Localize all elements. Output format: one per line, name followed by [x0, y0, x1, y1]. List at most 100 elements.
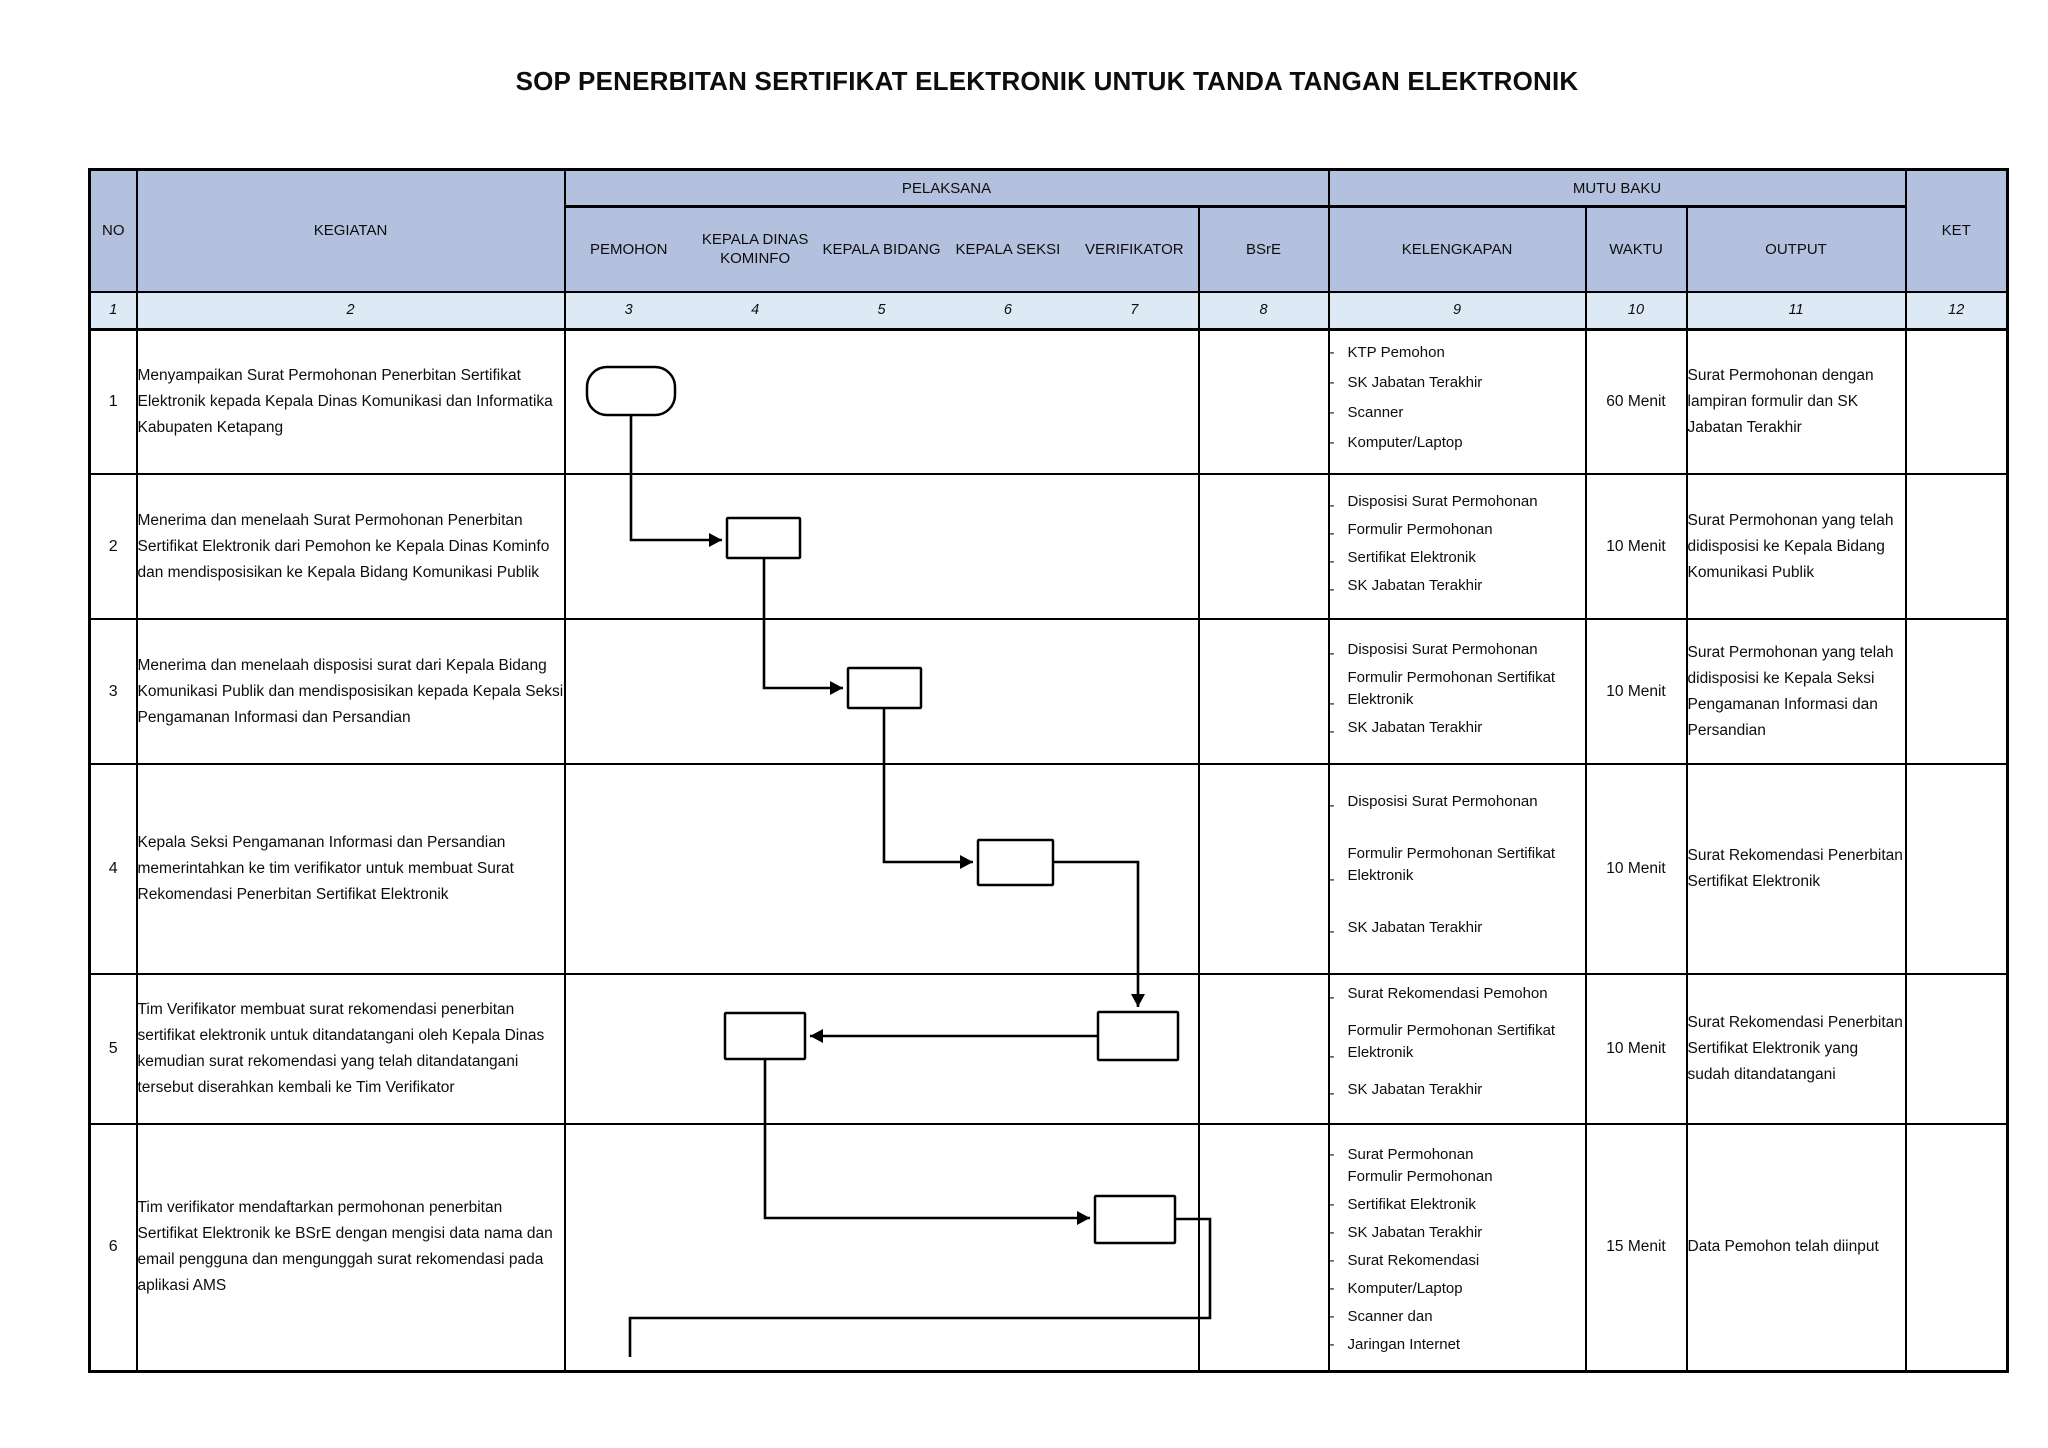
page-title: SOP PENERBITAN SERTIFIKAT ELEKTRONIK UNT…: [515, 66, 1579, 96]
header-waktu: WAKTU: [1584, 205, 1688, 293]
table-row: 6 Tim verifikator mendaftarkan permohona…: [88, 1123, 2009, 1372]
row-no: 2: [88, 473, 138, 620]
col-num-2: 2: [135, 290, 566, 331]
kelengkapan-cell: -Disposisi Surat Permohonan-Formulir Per…: [1327, 618, 1587, 765]
col-num-7: 7: [1130, 302, 1139, 318]
output-cell: Data Pemohon telah diinput: [1685, 1123, 1907, 1372]
list-dash-marker: -: [1329, 1308, 1335, 1326]
kelengkapan-item-text: SK Jabatan Terakhir: [1347, 1080, 1483, 1098]
flow-lane-cell: [563, 328, 1200, 475]
col-num-3: 3: [624, 302, 633, 318]
list-dash-marker: -: [1329, 1224, 1335, 1242]
flow-lane-cell: [563, 618, 1200, 765]
list-dash-marker: -: [1329, 1196, 1335, 1214]
list-dash-marker: -: [1329, 722, 1335, 740]
kelengkapan-item-text: SK Jabatan Terakhir: [1347, 1224, 1483, 1242]
table-row: 4 Kepala Seksi Pengamanan Informasi dan …: [88, 763, 2009, 975]
kelengkapan-item-text: Surat Permohonan Formulir Permohonan: [1347, 1146, 1493, 1186]
kelengkapan-item: -Disposisi Surat Permohonan: [1331, 639, 1584, 662]
kelengkapan-item-text: SK Jabatan Terakhir: [1347, 373, 1483, 391]
waktu-cell: 10 Menit: [1584, 973, 1688, 1125]
list-dash-marker: -: [1329, 343, 1335, 361]
kelengkapan-item: -SK Jabatan Terakhir: [1331, 575, 1584, 598]
header-kepala-dinas-kominfo: KEPALA DINAS KOMINFO: [701, 231, 809, 268]
list-dash-marker: -: [1329, 797, 1335, 814]
kelengkapan-item: -SK Jabatan Terakhir: [1329, 1222, 1584, 1244]
list-dash-marker: -: [1329, 694, 1335, 712]
kelengkapan-item: -Scanner dan: [1329, 1306, 1584, 1328]
kelengkapan-item-text: Formulir Permohonan Sertifikat Elektroni…: [1347, 668, 1556, 708]
ket-cell: [1904, 763, 2009, 975]
row-no: 5: [88, 973, 138, 1125]
col-num-8: 8: [1197, 290, 1330, 331]
waktu-cell: 10 Menit: [1584, 763, 1688, 975]
kelengkapan-item: -SK Jabatan Terakhir: [1331, 717, 1584, 740]
list-dash-marker: -: [1329, 1146, 1335, 1164]
col-num-11: 11: [1685, 290, 1907, 331]
kelengkapan-item-text: Surat Rekomendasi: [1347, 1252, 1480, 1270]
output-cell: Surat Rekomendasi Penerbitan Sertifikat …: [1685, 763, 1907, 975]
ket-cell: [1904, 618, 2009, 765]
list-dash-marker: -: [1329, 871, 1335, 888]
bsre-lane-cell: [1197, 618, 1330, 765]
kelengkapan-item: -SK Jabatan Terakhir: [1331, 1079, 1584, 1102]
header-output: OUTPUT: [1685, 205, 1907, 293]
kelengkapan-item-text: SK Jabatan Terakhir: [1347, 919, 1483, 936]
header-pelaksana-lanes: PEMOHON KEPALA DINAS KOMINFO KEPALA BIDA…: [563, 205, 1200, 293]
kelengkapan-item-text: Disposisi Surat Permohonan: [1347, 492, 1538, 510]
kelengkapan-item: -Formulir Permohonan Sertifikat Elektron…: [1331, 667, 1584, 712]
kelengkapan-item: -Formulir Permohonan: [1331, 519, 1584, 542]
list-dash-marker: -: [1329, 1047, 1335, 1065]
waktu-cell: 10 Menit: [1584, 618, 1688, 765]
col-num-3-7: 3 4 5 6 7: [563, 290, 1200, 331]
header-kepala-bidang: KEPALA BIDANG: [822, 240, 941, 258]
ket-cell: [1904, 973, 2009, 1125]
bsre-lane-cell: [1197, 763, 1330, 975]
kelengkapan-item: -Komputer/Laptop: [1329, 432, 1584, 454]
header-kepala-seksi: KEPALA SEKSI: [955, 240, 1061, 258]
list-dash-marker: -: [1329, 1252, 1335, 1270]
list-dash-marker: -: [1329, 403, 1335, 421]
bsre-lane-cell: [1197, 473, 1330, 620]
kelengkapan-cell: -Disposisi Surat Permohonan-Formulir Per…: [1327, 763, 1587, 975]
kegiatan-cell: Menyampaikan Surat Permohonan Penerbitan…: [135, 328, 566, 475]
kelengkapan-item: -Jaringan Internet: [1331, 1334, 1584, 1356]
kelengkapan-item-text: Komputer/Laptop: [1347, 1280, 1463, 1298]
list-dash-marker: -: [1329, 373, 1335, 391]
list-dash-marker: -: [1329, 433, 1335, 451]
list-dash-marker: -: [1329, 580, 1335, 598]
row-no: 6: [88, 1123, 138, 1372]
kelengkapan-item-text: Disposisi Surat Permohonan: [1347, 640, 1538, 658]
sop-table: NO KEGIATAN PELAKSANA MUTU BAKU KET PEMO…: [88, 168, 2009, 1373]
kelengkapan-item-text: Jaringan Internet: [1347, 1336, 1461, 1354]
kelengkapan-item-text: Surat Rekomendasi Pemohon: [1347, 984, 1548, 1002]
header-pemohon: PEMOHON: [589, 240, 668, 258]
kelengkapan-item: -Disposisi Surat Permohonan: [1331, 791, 1584, 814]
kelengkapan-item-text: Formulir Permohonan Sertifikat Elektroni…: [1347, 1021, 1556, 1061]
ket-cell: [1904, 1123, 2009, 1372]
kelengkapan-item-text: Sertifikat Elektronik: [1347, 548, 1476, 566]
table-row: 2 Menerima dan menelaah Surat Permohonan…: [88, 473, 2009, 620]
header-bsre: BSrE: [1197, 205, 1330, 293]
row-no: 3: [88, 618, 138, 765]
kegiatan-cell: Menerima dan menelaah disposisi surat da…: [135, 618, 566, 765]
kegiatan-cell: Tim Verifikator membuat surat rekomendas…: [135, 973, 566, 1125]
table-row: 3 Menerima dan menelaah disposisi surat …: [88, 618, 2009, 765]
kelengkapan-cell: -KTP Pemohon-SK Jabatan Terakhir-Scanner…: [1327, 328, 1587, 475]
kelengkapan-cell: -Surat Permohonan Formulir Permohonan-Se…: [1327, 1123, 1587, 1372]
kegiatan-cell: Tim verifikator mendaftarkan permohonan …: [135, 1123, 566, 1372]
waktu-cell: 60 Menit: [1584, 328, 1688, 475]
kelengkapan-cell: -Surat Rekomendasi Pemohon -Formulir Perm…: [1327, 973, 1587, 1125]
kelengkapan-item: -Scanner: [1329, 402, 1584, 424]
bsre-lane-cell: [1197, 328, 1330, 475]
output-cell: Surat Permohonan yang telah didisposisi …: [1685, 618, 1907, 765]
header-no: NO: [88, 168, 138, 293]
header-pelaksana: PELAKSANA: [563, 168, 1330, 208]
kelengkapan-item: -Surat Rekomendasi Pemohon: [1331, 983, 1584, 1006]
flow-lane-cell: [563, 1123, 1200, 1372]
header-mutu-baku: MUTU BAKU: [1327, 168, 1907, 208]
col-num-4: 4: [751, 302, 760, 318]
list-dash-marker: -: [1329, 496, 1335, 514]
output-cell: Surat Permohonan yang telah didisposisi …: [1685, 473, 1907, 620]
